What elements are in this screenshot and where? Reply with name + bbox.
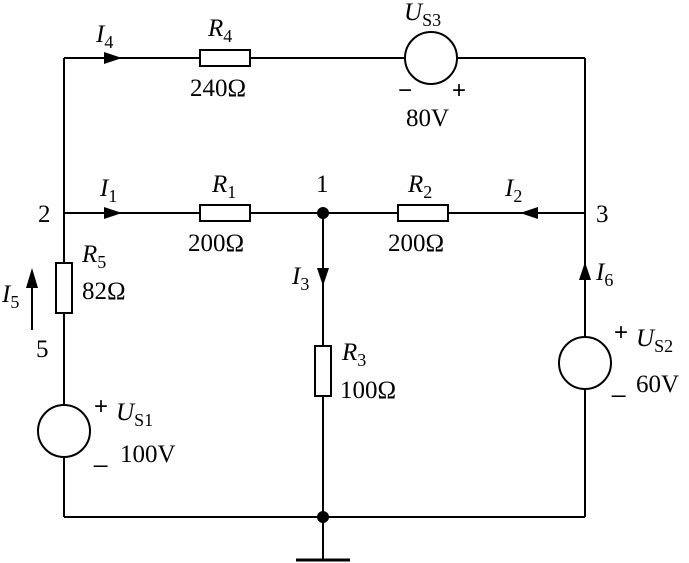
- label-us3: US3: [404, 0, 441, 30]
- node-label-5: 5: [36, 336, 49, 363]
- resistor-r4: [199, 49, 251, 67]
- value-us3: 80V: [406, 105, 449, 132]
- value-r3: 100Ω: [340, 377, 396, 404]
- label-r2: R2: [407, 171, 432, 202]
- junction-node-1: [317, 207, 329, 219]
- label-r1: R1: [211, 171, 236, 202]
- value-r2: 200Ω: [388, 230, 444, 257]
- label-r4: R4: [207, 15, 232, 46]
- current-arrow-i5: [26, 268, 38, 288]
- resistor-r2: [397, 204, 449, 222]
- value-us1: 100V: [120, 441, 176, 468]
- node-label-1: 1: [316, 171, 329, 198]
- current-arrow-i4: [104, 52, 122, 64]
- resistor-r1: [199, 204, 251, 222]
- value-r4: 240Ω: [190, 75, 246, 102]
- label-r5: R5: [81, 241, 106, 272]
- voltage-source-us3: [404, 31, 458, 85]
- current-arrow-i2: [520, 207, 538, 219]
- current-arrow-i1: [104, 207, 122, 219]
- polarity-us3-plus: +: [452, 77, 466, 104]
- label-i4: I4: [95, 21, 113, 52]
- resistor-r5: [55, 262, 73, 314]
- value-r5: 82Ω: [82, 278, 126, 305]
- label-us1: US1: [116, 399, 153, 430]
- current-arrow-i6: [579, 262, 591, 280]
- polarity-us1-plus: +: [94, 393, 108, 420]
- label-i3: I3: [291, 263, 309, 294]
- label-i6: I6: [595, 259, 613, 290]
- voltage-source-us2: [558, 336, 612, 390]
- node-label-2: 2: [38, 201, 51, 228]
- polarity-us1-minus: _: [93, 441, 108, 468]
- junction-ground: [317, 511, 329, 523]
- current-arrow-i3: [317, 268, 329, 286]
- wires: [63, 57, 586, 560]
- label-us2: US2: [636, 325, 673, 356]
- polarity-us3-minus: −: [398, 77, 412, 104]
- value-us2: 60V: [636, 371, 679, 398]
- polarity-us2-minus: _: [611, 371, 626, 398]
- label-i1: I1: [99, 175, 117, 206]
- voltage-source-us1: [37, 404, 91, 458]
- label-r3: R3: [341, 339, 366, 370]
- label-i2: I2: [504, 175, 522, 206]
- label-i5: I5: [1, 281, 19, 312]
- value-r1: 200Ω: [188, 230, 244, 257]
- resistor-r3: [314, 345, 332, 397]
- node-label-3: 3: [596, 201, 609, 228]
- polarity-us2-plus: +: [614, 319, 628, 346]
